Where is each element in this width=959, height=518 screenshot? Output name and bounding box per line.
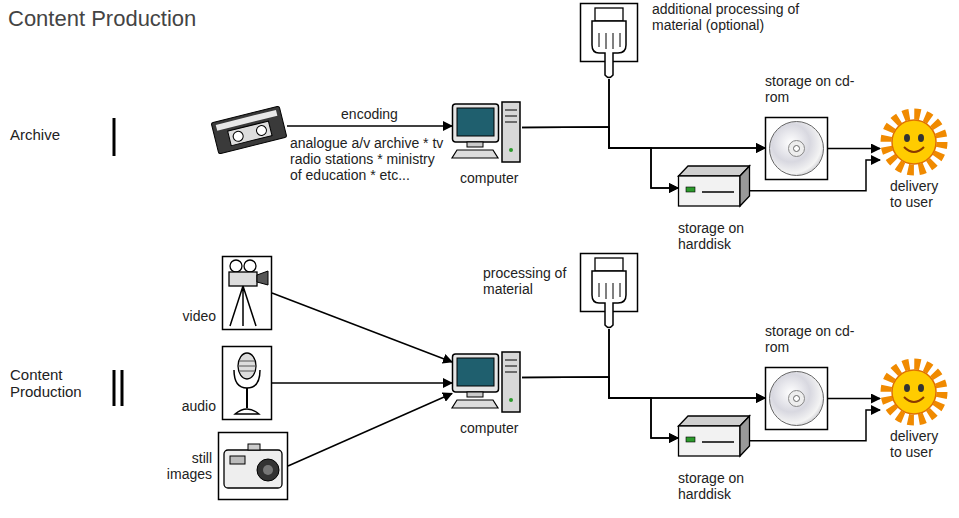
node-label: analogue a/v archive * tv radio stations… — [290, 135, 450, 183]
node-label: additional processing of material (optio… — [652, 1, 802, 33]
node-label: storage on harddisk — [678, 470, 768, 502]
flow-arrow — [609, 79, 765, 148]
icon-node: computer — [452, 348, 522, 418]
flow-arrow — [288, 394, 452, 467]
flow-arrow — [522, 127, 765, 148]
flow-arrow — [522, 377, 765, 398]
flow-arrow — [522, 127, 678, 188]
node-label: storage on cd-rom — [765, 323, 855, 355]
icon-node: storage on cd-rom — [765, 117, 828, 180]
icon-node: storage on cd-rom — [765, 367, 828, 430]
flow-arrow — [609, 329, 678, 438]
flow-arrow — [609, 329, 765, 398]
node-label: video — [156, 308, 216, 324]
icon-node: additional processing of material (optio… — [580, 3, 638, 79]
node-label: storage on harddisk — [678, 220, 768, 252]
microphone-icon — [223, 347, 272, 420]
icon-node: delivery to user — [880, 358, 948, 426]
icon-node: video — [222, 256, 272, 330]
icon-node: delivery to user — [880, 108, 948, 176]
flow-arrow — [609, 79, 678, 188]
row-bar — [114, 118, 122, 406]
flow-arrow — [828, 398, 880, 400]
still-camera-icon — [219, 433, 288, 500]
flow-arrow — [828, 148, 880, 150]
pipeline-icons — [452, 254, 942, 457]
icon-node: still images — [218, 432, 288, 500]
icon-node: analogue a/v archive * tv radio stations… — [212, 105, 287, 155]
flow-arrow — [750, 410, 880, 441]
diagram-title: Content Production — [8, 6, 196, 32]
node-label: still images — [154, 450, 212, 482]
icon-node: storage on harddisk — [678, 162, 750, 210]
node-label: audio — [156, 398, 216, 414]
tape-icon — [211, 106, 287, 154]
row-label: Archive — [10, 126, 106, 143]
node-label: storage on cd-rom — [765, 73, 855, 105]
row-label: Content Production — [10, 366, 106, 400]
flow-arrow — [287, 125, 452, 127]
node-label: processing of material — [483, 265, 575, 297]
icon-node: computer — [452, 98, 522, 168]
flow-arrow — [272, 382, 452, 384]
node-label: computer — [460, 420, 540, 436]
flow-arrow — [272, 293, 452, 362]
node-label: delivery to user — [890, 178, 952, 210]
flow-arrow — [750, 160, 880, 191]
icon-node: storage on harddisk — [678, 412, 750, 460]
icon-node: processing of material — [580, 253, 638, 329]
node-label: delivery to user — [890, 428, 952, 460]
video-camera-icon — [223, 257, 272, 330]
flow-arrow — [522, 377, 678, 438]
node-label: computer — [460, 170, 540, 186]
edge-label: encoding — [338, 106, 401, 122]
icon-node: audio — [222, 346, 272, 420]
pipeline-icons — [452, 4, 942, 207]
